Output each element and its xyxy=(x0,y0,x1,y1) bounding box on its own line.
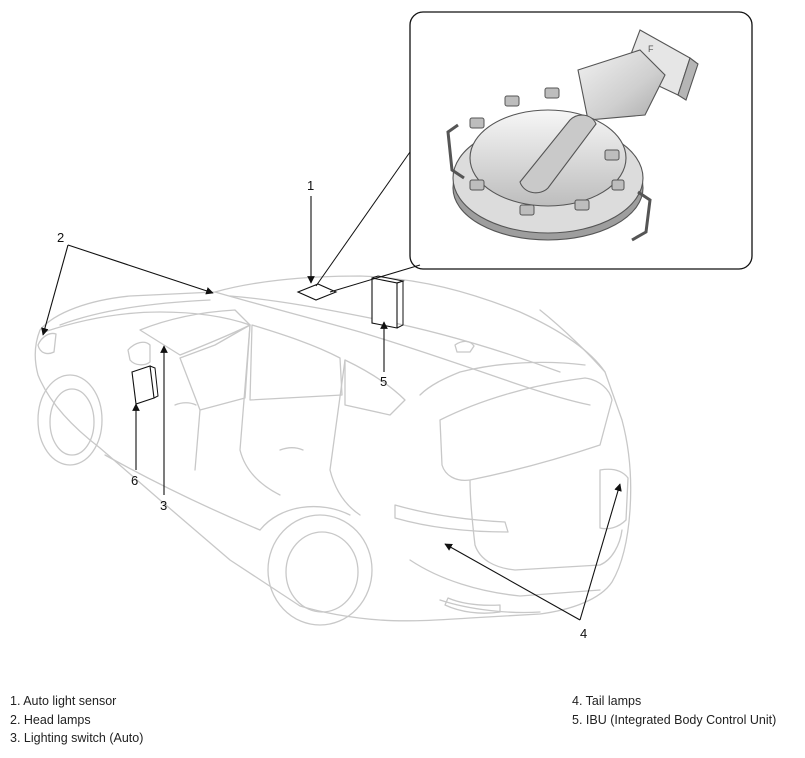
legend-right: 4. Tail lamps 5. IBU (Integrated Body Co… xyxy=(572,692,776,729)
callout-1: 1 xyxy=(307,178,314,193)
auto-light-sensor-marker xyxy=(296,283,338,301)
legend-item-3: 3. Lighting switch (Auto) xyxy=(10,731,144,745)
legend-left: 1. Auto light sensor 2. Head lamps 3. Li… xyxy=(10,692,143,748)
callout-3: 3 xyxy=(160,498,167,513)
callout-2: 2 xyxy=(57,230,64,245)
sensor-connector: F xyxy=(577,29,699,121)
callout-5: 5 xyxy=(380,374,387,389)
legend-item-4: 4. Tail lamps xyxy=(572,694,642,708)
ibu-module xyxy=(371,275,405,329)
legend-item-2: 2. Head lamps xyxy=(10,712,91,727)
component-6-box xyxy=(131,365,159,405)
vehicle-component-diagram: F xyxy=(34,11,753,641)
svg-text:F: F xyxy=(648,44,654,54)
suv-outline xyxy=(34,275,632,626)
sensor-detail-inset: F xyxy=(315,11,753,293)
leader-lines xyxy=(41,196,622,621)
callout-6: 6 xyxy=(131,473,138,488)
legend-item-5: 5. IBU (Integrated Body Control Unit) xyxy=(572,712,777,727)
callout-4: 4 xyxy=(580,626,587,641)
legend-item-1: 1. Auto light sensor xyxy=(10,694,117,708)
